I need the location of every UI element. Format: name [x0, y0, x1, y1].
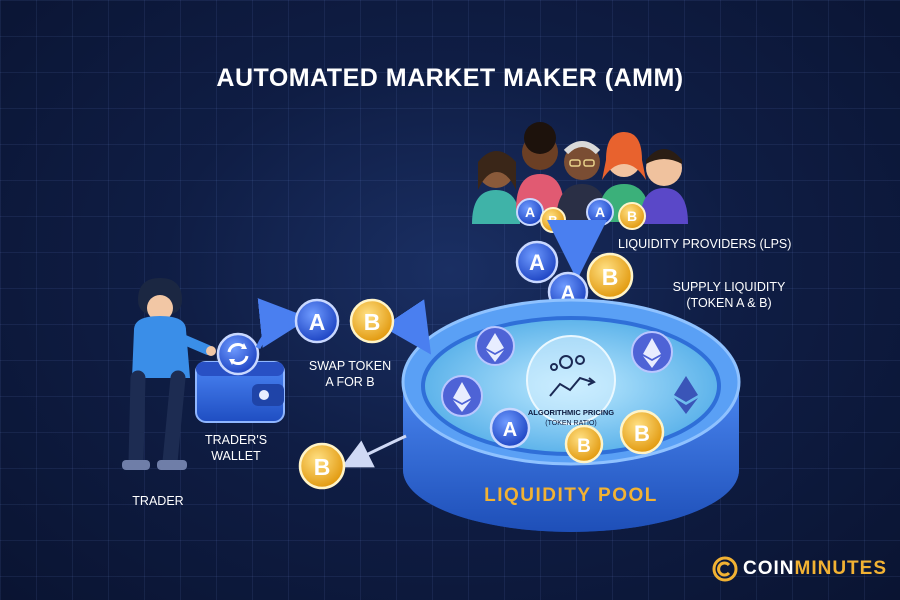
liquidity-providers-label: LIQUIDITY PROVIDERS (LPS) — [618, 237, 792, 251]
pool-eth-coins — [441, 326, 698, 417]
pool-token-coins: A B B — [489, 407, 665, 464]
swap-to-pool-arrow — [382, 299, 432, 355]
trader-label: TRADER — [132, 494, 184, 508]
svg-text:B: B — [634, 421, 650, 446]
page-title: AUTOMATED MARKET MAKER (AMM) — [216, 64, 684, 92]
provider-person-1 — [472, 151, 520, 224]
svg-text:A: A — [309, 309, 326, 335]
svg-text:B: B — [627, 208, 637, 224]
token-b-coin-output: B — [298, 442, 346, 490]
svg-text:A: A — [595, 204, 605, 220]
trader-figure — [122, 278, 216, 470]
swap-coins: A B — [294, 298, 395, 344]
provider-person-5 — [640, 149, 688, 224]
algorithmic-pricing-label: ALGORITHMIC PRICING — [528, 408, 614, 417]
gears-icon — [550, 355, 585, 371]
pool-to-trader-arrow — [341, 434, 407, 468]
token-a-coin: A — [516, 198, 544, 226]
token-b-coin: B — [349, 298, 395, 344]
svg-text:B: B — [602, 264, 619, 290]
token-b-coin: B — [619, 409, 665, 455]
ethereum-icon — [631, 331, 673, 373]
ethereum-icon — [441, 375, 483, 417]
liquidity-pool-label: LIQUIDITY POOL — [484, 485, 658, 506]
svg-text:A: A — [525, 204, 535, 220]
token-a-coin: A — [294, 298, 340, 344]
token-b-coin: B — [586, 252, 634, 300]
provider-person-2 — [516, 122, 564, 210]
token-a-coin: A — [515, 240, 559, 284]
svg-text:B: B — [548, 213, 557, 228]
ethereum-icon — [475, 326, 515, 366]
svg-text:B: B — [314, 454, 331, 480]
svg-text:B: B — [577, 436, 591, 457]
supply-liquidity-label: SUPPLY LIQUIDITY (TOKEN A & B) — [672, 280, 786, 310]
ethereum-icon — [674, 376, 698, 414]
svg-text:B: B — [364, 309, 381, 335]
token-a-coin: A — [489, 407, 531, 449]
chart-trend-icon — [549, 376, 593, 397]
swap-refresh-icon — [216, 332, 260, 376]
wallet-to-token-arrow — [255, 298, 310, 350]
brand-logo: COINMINUTES — [712, 556, 887, 582]
token-b-coin: B — [540, 207, 566, 233]
token-b-coin: B — [564, 424, 604, 464]
wallet-icon — [195, 361, 285, 423]
svg-text:A: A — [529, 250, 545, 275]
brand-name: COINMINUTES — [743, 558, 887, 579]
swap-token-label: SWAP TOKEN A FOR B — [308, 359, 392, 389]
token-ratio-label: (TOKEN RATIO) — [545, 420, 596, 427]
coin-logo-icon — [712, 556, 738, 582]
traders-wallet-label: TRADER'S WALLET — [204, 433, 268, 463]
token-a-coin: A — [586, 198, 614, 226]
svg-text:A: A — [503, 419, 517, 441]
token-b-coin: B — [618, 202, 646, 230]
algorithmic-pricing-bubble: ALGORITHMIC PRICING (TOKEN RATIO) — [526, 335, 616, 427]
liquidity-providers-group — [472, 122, 688, 224]
